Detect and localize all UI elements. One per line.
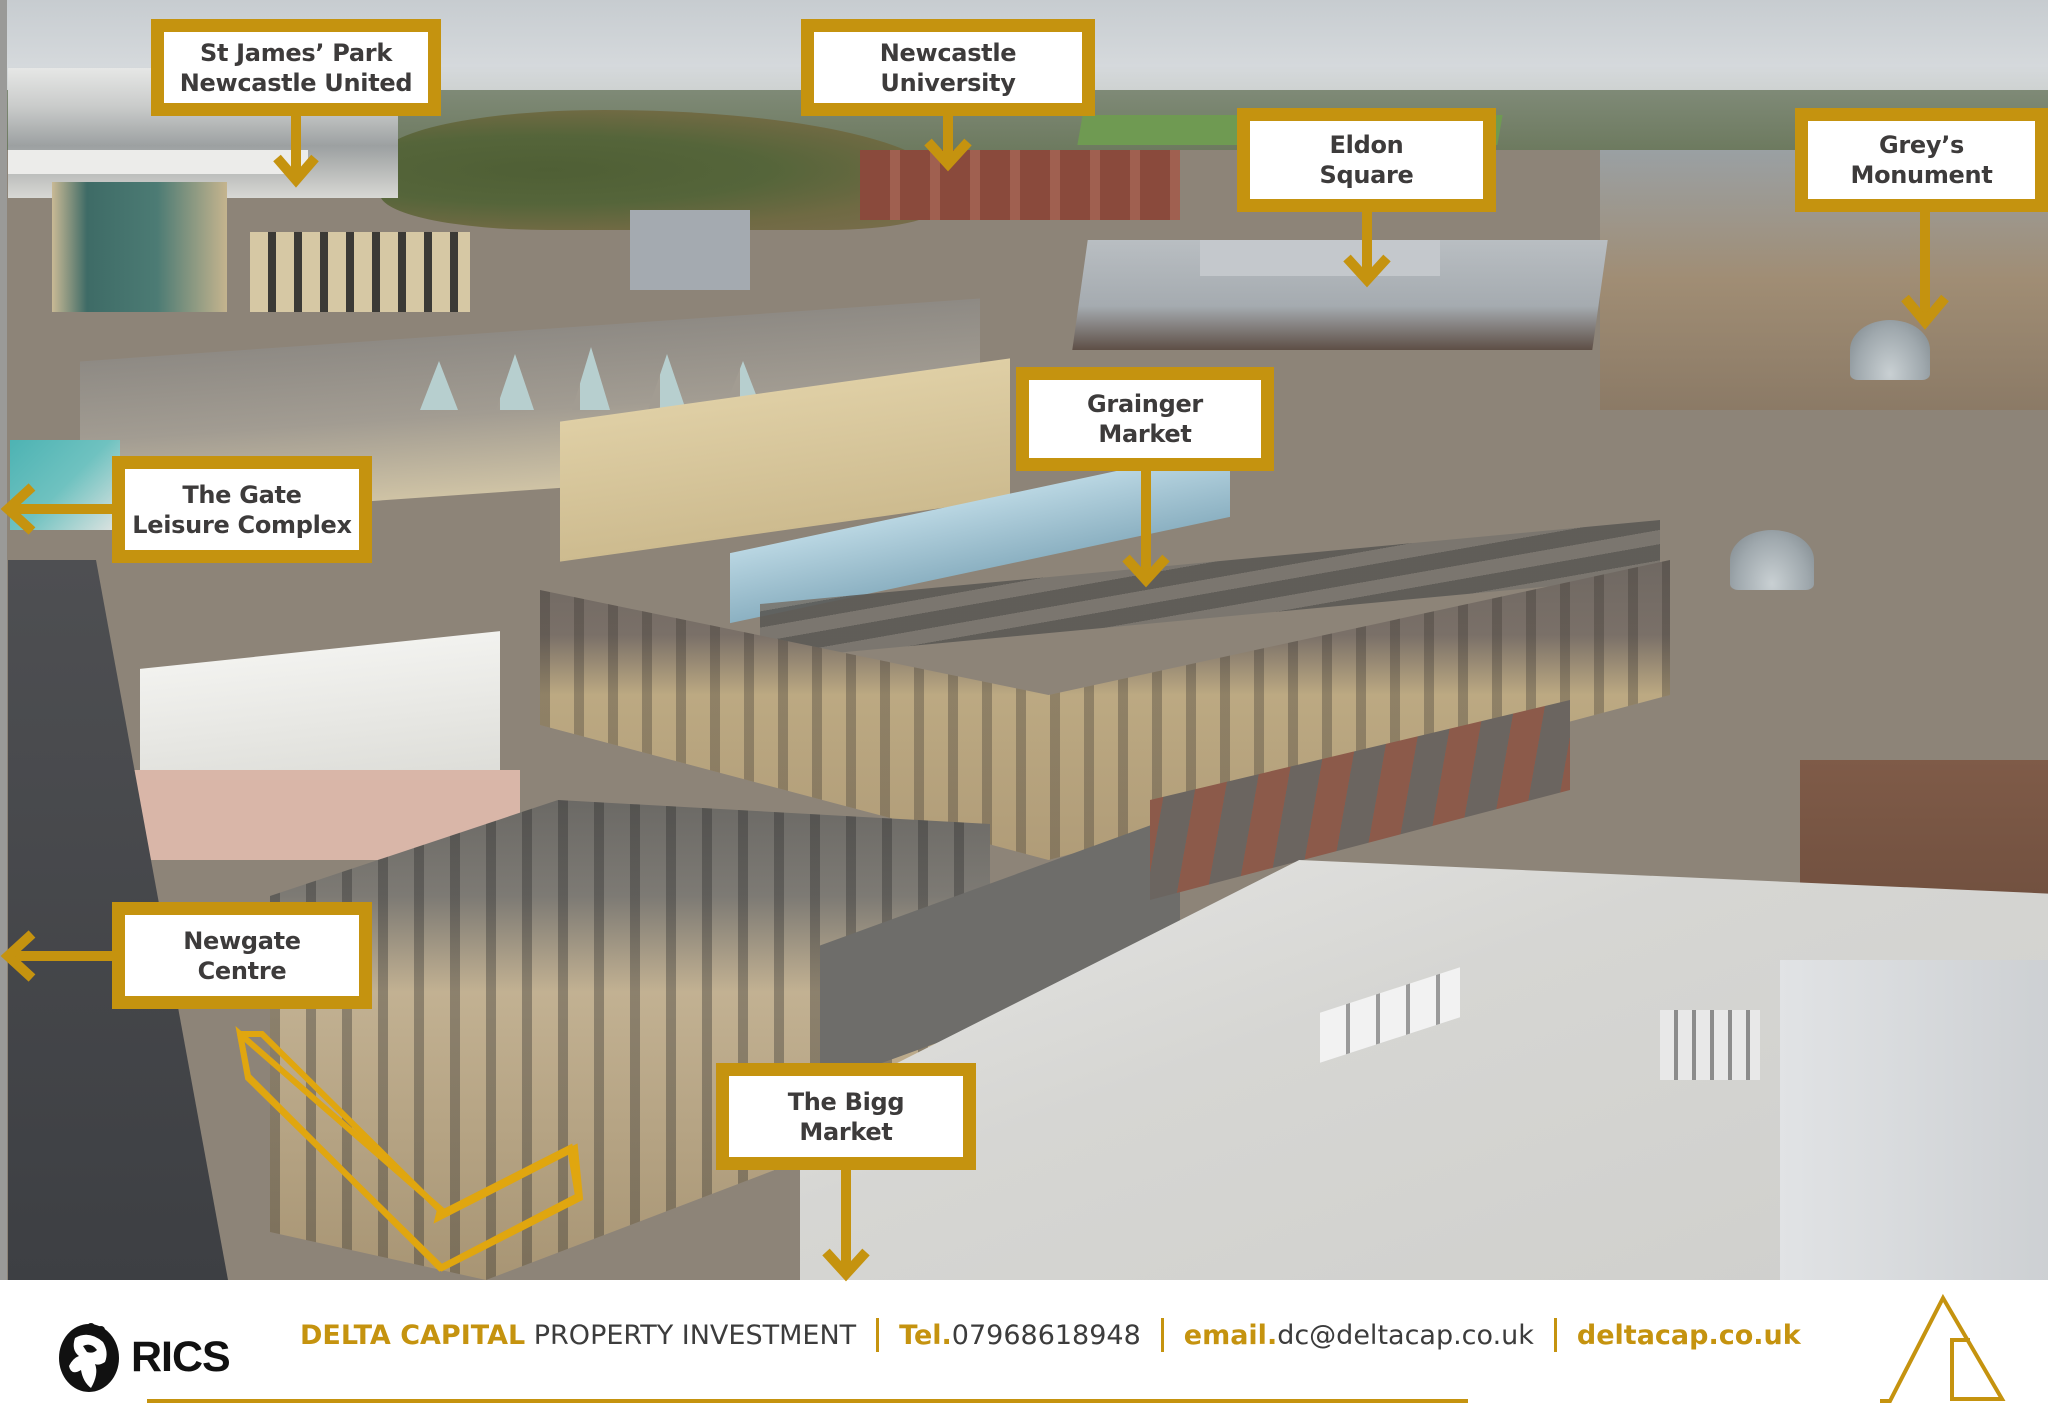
callout-eldon-square: Eldon Square — [1237, 108, 1496, 212]
delta-capital-logo-icon — [1880, 1293, 2006, 1403]
callout-line-1: Newgate — [183, 926, 301, 955]
callout-line-2: Newcastle United — [179, 68, 413, 97]
rooftop-plant — [1660, 1010, 1760, 1080]
page-left-edge — [0, 0, 7, 1280]
callout-line-2: University — [880, 68, 1016, 97]
separator — [876, 1318, 880, 1352]
callout-greys-monument: Grey’s Monument — [1795, 108, 2048, 212]
callout-line-1: St James’ Park — [199, 38, 392, 67]
email-label: email. — [1183, 1319, 1278, 1351]
company-name-rest: PROPERTY INVESTMENT — [525, 1319, 857, 1351]
university-brick-buildings — [860, 150, 1180, 220]
email-link[interactable]: dc@deltacap.co.uk — [1277, 1319, 1534, 1351]
callout-line-1: Eldon — [1329, 131, 1404, 159]
callout-newcastle-university: Newcastle University — [801, 19, 1095, 116]
stadium-roof — [8, 150, 308, 174]
callout-the-gate-leisure-complex: The Gate Leisure Complex — [112, 456, 372, 563]
tel-value[interactable]: 07968618948 — [951, 1319, 1141, 1351]
company-name-bold: DELTA CAPITAL — [300, 1319, 526, 1351]
rics-lion-icon — [55, 1320, 123, 1394]
website-link[interactable]: deltacap.co.uk — [1576, 1319, 1801, 1351]
callout-arrows — [0, 112, 1949, 1282]
callout-newgate-centre: Newgate Centre — [112, 902, 372, 1009]
glass-office-block — [52, 182, 227, 312]
eldon-square-roof — [1200, 240, 1440, 276]
callout-line-2: Centre — [197, 956, 287, 985]
footer: RICS DELTA CAPITAL PROPERTY INVESTMENT T… — [0, 1280, 2048, 1426]
separator — [1160, 1318, 1164, 1352]
callout-line-2: Market — [799, 1117, 893, 1146]
separator — [1553, 1318, 1557, 1352]
callout-st-james-park: St James’ Park Newcastle United — [151, 19, 441, 116]
callout-line-2: Market — [1098, 420, 1192, 448]
white-clad-building — [1780, 960, 2048, 1280]
callout-grainger-market: Grainger Market — [1016, 367, 1274, 471]
callout-line-2: Square — [1319, 161, 1414, 189]
office-block — [250, 232, 470, 312]
callout-line-1: Newcastle — [879, 38, 1017, 67]
rics-logo: RICS — [55, 1320, 315, 1394]
callout-line-1: Grey’s — [1878, 131, 1965, 159]
callout-line-1: Grainger — [1087, 390, 1203, 418]
rics-wordmark: RICS — [131, 1332, 231, 1381]
tel-label: Tel. — [899, 1319, 952, 1351]
callout-line-1: The Gate — [182, 480, 302, 509]
grey-building — [630, 210, 750, 290]
callout-line-2: Monument — [1850, 161, 1993, 189]
dome — [1850, 320, 1930, 380]
callout-line-2: Leisure Complex — [132, 510, 352, 539]
callout-line-1: The Bigg — [787, 1087, 905, 1116]
footer-contact-line: DELTA CAPITAL PROPERTY INVESTMENT Tel. 0… — [300, 1315, 1801, 1355]
callout-the-bigg-market: The Bigg Market — [716, 1063, 976, 1170]
dome — [1730, 530, 1814, 590]
